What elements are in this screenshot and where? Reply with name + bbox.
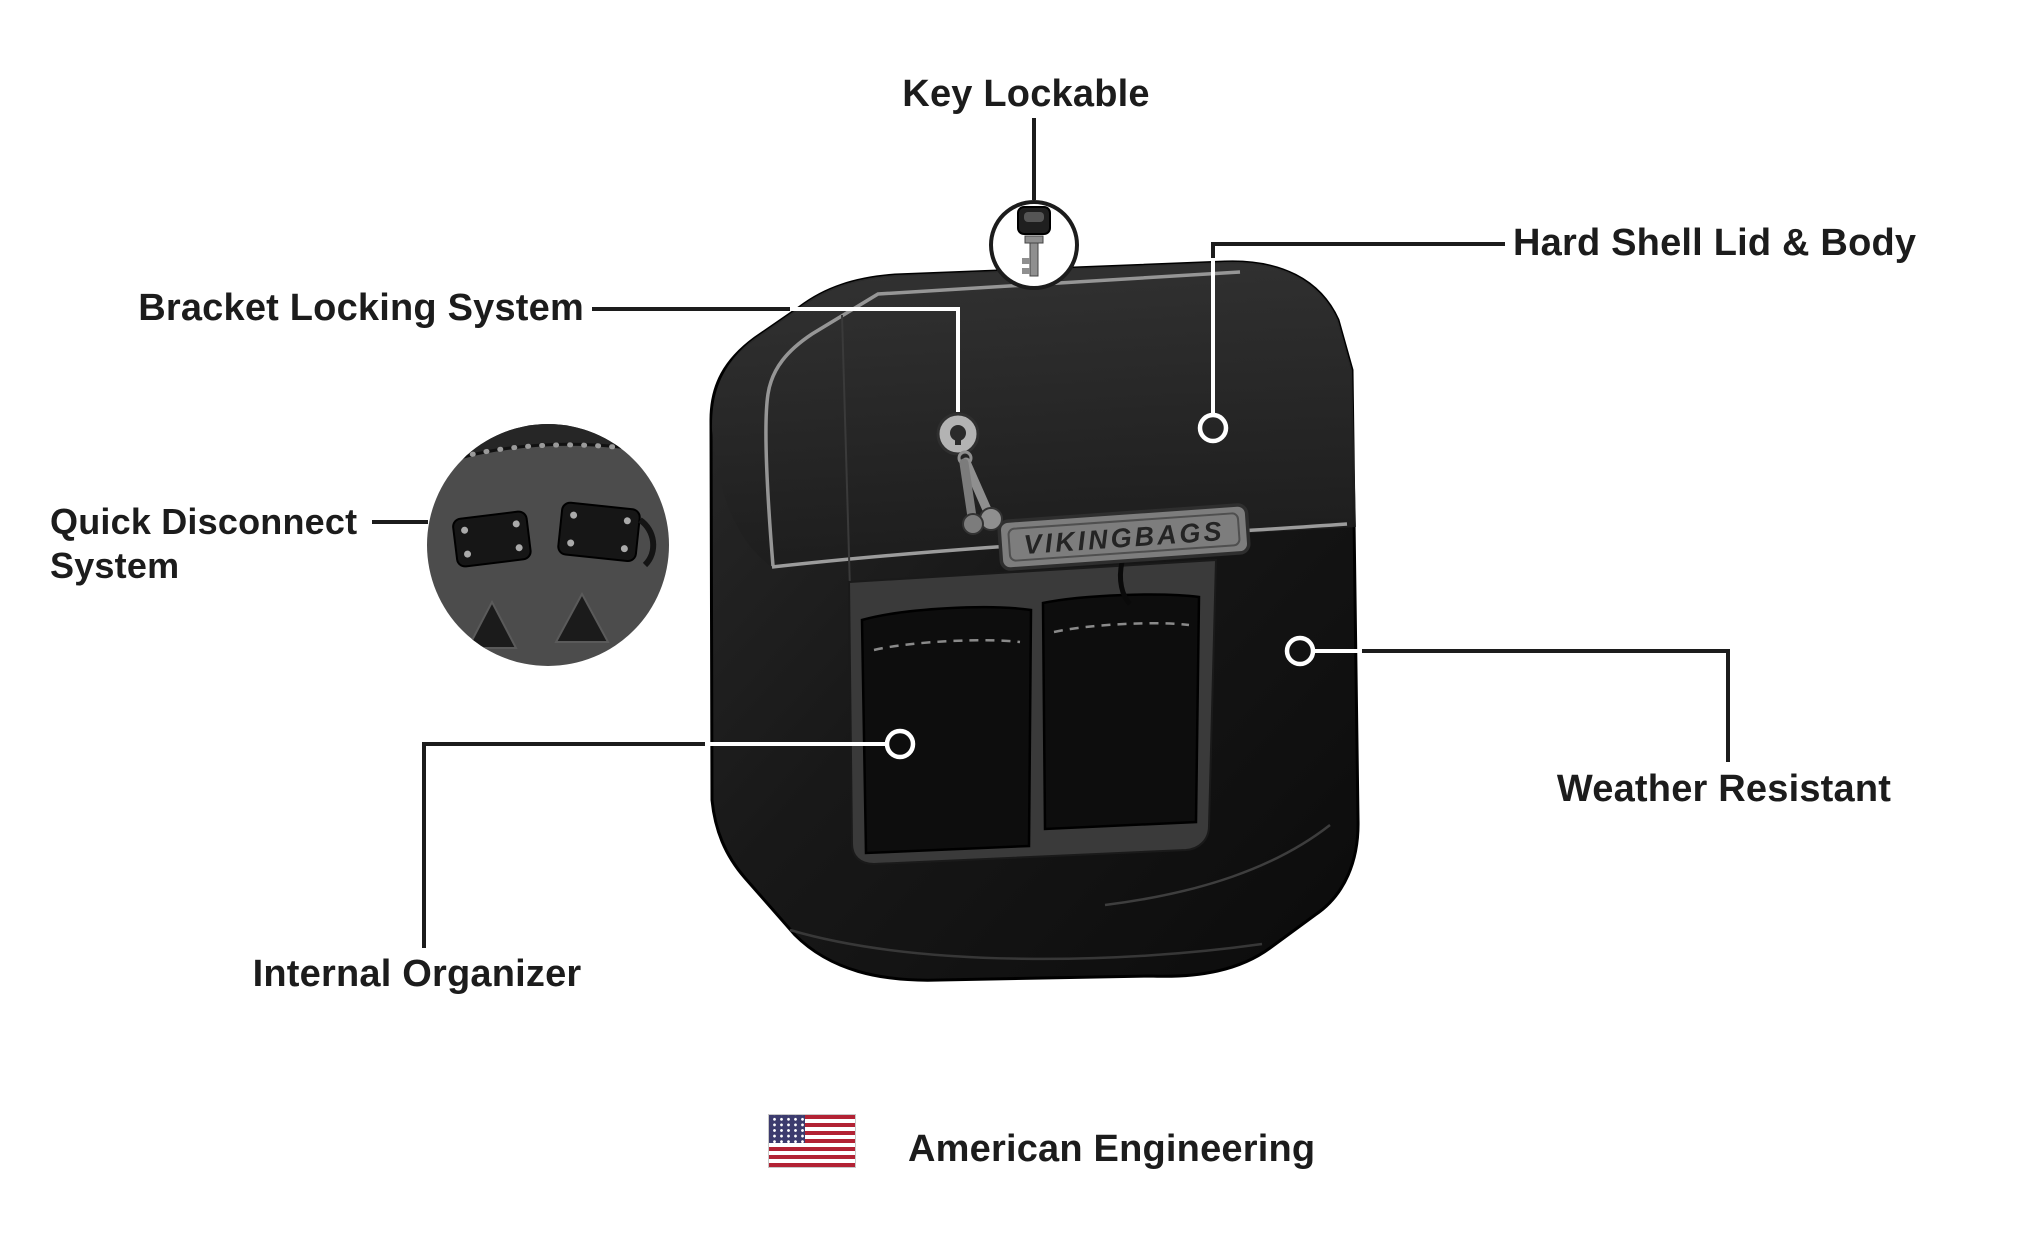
brand-badge-plate (997, 503, 1251, 571)
organizer-pocket-left (860, 606, 1033, 855)
bag-lid-outline (764, 270, 1241, 567)
hanging-key-2 (959, 458, 977, 522)
key-head-highlight (1024, 212, 1044, 222)
marker-weather-resistant (1284, 635, 1316, 667)
organizer-pocket-left-stitch (873, 639, 1021, 652)
key-tooth-2 (1022, 268, 1030, 274)
flag-canton (769, 1115, 805, 1143)
lock-icon (936, 412, 1003, 535)
quick-disconnect-inset (427, 424, 669, 666)
bag-bottom-line (789, 928, 1263, 961)
marker-internal-organizer (884, 728, 916, 760)
key-collar (1024, 235, 1044, 244)
lock-keyhole-slot (955, 435, 961, 445)
hanging-key-1 (961, 457, 993, 517)
saddlebag-illustration: VIKINGBAGS (709, 260, 1360, 982)
organizer-pocket-right (1041, 593, 1201, 831)
callout-lines-on-bag (705, 258, 1362, 746)
callout-weather-resistant-label: Weather Resistant (1556, 768, 1892, 810)
callout-hard-shell-label: Hard Shell Lid & Body (1513, 222, 1917, 264)
callout-bracket-locking-label: Bracket Locking System (138, 287, 584, 329)
brand-badge: VIKINGBAGS (997, 503, 1251, 571)
inset-circle (427, 424, 669, 666)
bag-lid (711, 261, 1356, 568)
mounting-plate-left (452, 510, 532, 568)
callout-internal-organizer-label: Internal Organizer (252, 953, 582, 995)
key-shaft (1029, 242, 1039, 277)
mounting-hook (638, 517, 657, 568)
footer-label: American Engineering (908, 1128, 1316, 1170)
callout-markers (884, 412, 1316, 760)
bag-front-edge (841, 314, 851, 591)
callout-line-weather-resistant (1314, 649, 1730, 762)
key-lockable-icon (989, 200, 1079, 290)
mounting-wedge-right (554, 591, 610, 643)
callout-quick-disconnect-label: Quick Disconnect System (50, 501, 358, 586)
lock-keyhole (950, 425, 966, 441)
organizer-pocket-right-stitch (1053, 622, 1190, 634)
us-flag-icon (769, 1115, 855, 1167)
brand-badge-border (1007, 512, 1241, 562)
key-tooth-1 (1022, 258, 1030, 264)
callout-line-bracket-white (790, 307, 960, 412)
mounting-wedge-left (466, 599, 518, 649)
bag-bottom-corner-line (1104, 824, 1331, 907)
marker-hard-shell (1197, 412, 1229, 444)
callout-key-lockable-label: Key Lockable (902, 73, 1150, 115)
zipper-pull (1117, 561, 1132, 606)
hanging-key-2-head (962, 513, 984, 535)
mounting-plate-right (557, 501, 641, 563)
